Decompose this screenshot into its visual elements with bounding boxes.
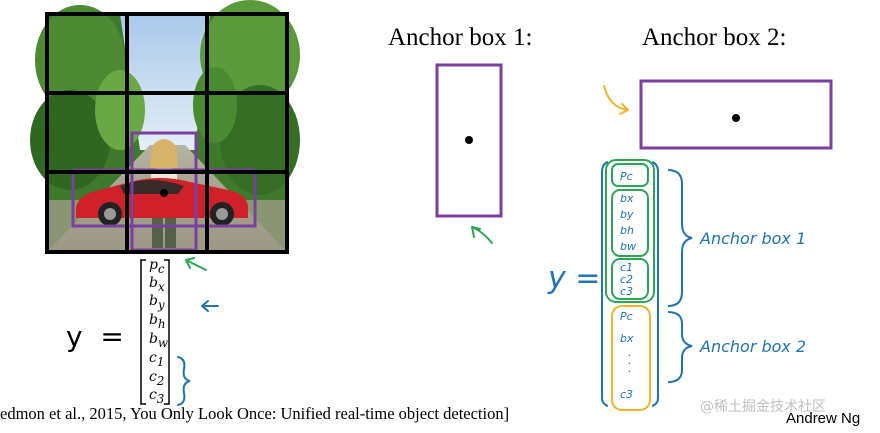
svg-text:bw: bw (620, 240, 636, 253)
anchor-box-2-shape (639, 79, 833, 150)
svg-text:bh: bh (620, 224, 634, 237)
svg-text:bx: bx (620, 332, 634, 345)
photo (30, 0, 300, 252)
hand-group1 (605, 159, 655, 303)
svg-text:by: by (620, 208, 634, 221)
green-arrow-pc (185, 257, 207, 271)
hand-y-equals: y = (547, 261, 600, 296)
hand-group2-text: Pc bx . . . c3 (620, 310, 634, 401)
vector-item: c1 (149, 350, 165, 369)
svg-text:.: . (628, 354, 632, 367)
vector-left-bracket (140, 259, 146, 405)
hand-anchor2-label: Anchor box 2 (699, 337, 806, 356)
svg-text:Pc: Pc (620, 310, 633, 323)
hand-outer-bracket (601, 161, 659, 407)
vector-item: pc (149, 257, 165, 276)
citation: edmon et al., 2015, You Only Look Once: … (0, 404, 510, 423)
hand-group2 (611, 305, 651, 411)
hand-brace-anchor2 (667, 311, 693, 383)
svg-text:c3: c3 (620, 285, 633, 298)
vector-right-bracket (164, 259, 170, 405)
vector-item: by (149, 293, 165, 312)
equation-lhs: y = (66, 320, 124, 353)
grid-lines (45, 12, 289, 254)
author-name: Andrew Ng (786, 410, 861, 427)
orange-arrow-anchor2 (603, 85, 629, 115)
blue-arrow-by (201, 300, 219, 312)
anchor-box-1-shape (435, 63, 503, 218)
anchor-box-2-title: Anchor box 2: (642, 24, 787, 51)
svg-text:Pc: Pc (620, 170, 633, 183)
anchor-box-2-center-dot (732, 114, 740, 122)
hand-group1-text: Pc bx by bh bw c1 c2 c3 (620, 170, 636, 298)
svg-text:c2: c2 (620, 273, 633, 286)
hand-anchor1-label: Anchor box 1 (699, 229, 806, 248)
midpoint-dot (160, 189, 168, 197)
vector-item: c3 (149, 387, 165, 406)
output-vector: pc bx by bh bw c1 c2 c3 (140, 258, 176, 406)
blue-brace-classes (177, 356, 191, 406)
vector-item: bh (149, 312, 166, 331)
anchor-box-1-title: Anchor box 1: (388, 24, 533, 51)
vector-item: bw (149, 331, 168, 350)
vector-item: bx (149, 275, 165, 294)
svg-text:bx: bx (620, 192, 634, 205)
vector-item: c2 (149, 369, 165, 388)
svg-text:c1: c1 (620, 261, 633, 274)
green-arrow-anchor1 (471, 226, 493, 244)
anchor-box-1-center-dot (465, 136, 473, 144)
hand-brace-anchor1 (667, 169, 693, 307)
svg-text:.: . (628, 346, 632, 359)
svg-text:.: . (628, 362, 632, 375)
watermark: @稀土掘金技术社区 (700, 399, 826, 415)
svg-text:c3: c3 (620, 388, 633, 401)
